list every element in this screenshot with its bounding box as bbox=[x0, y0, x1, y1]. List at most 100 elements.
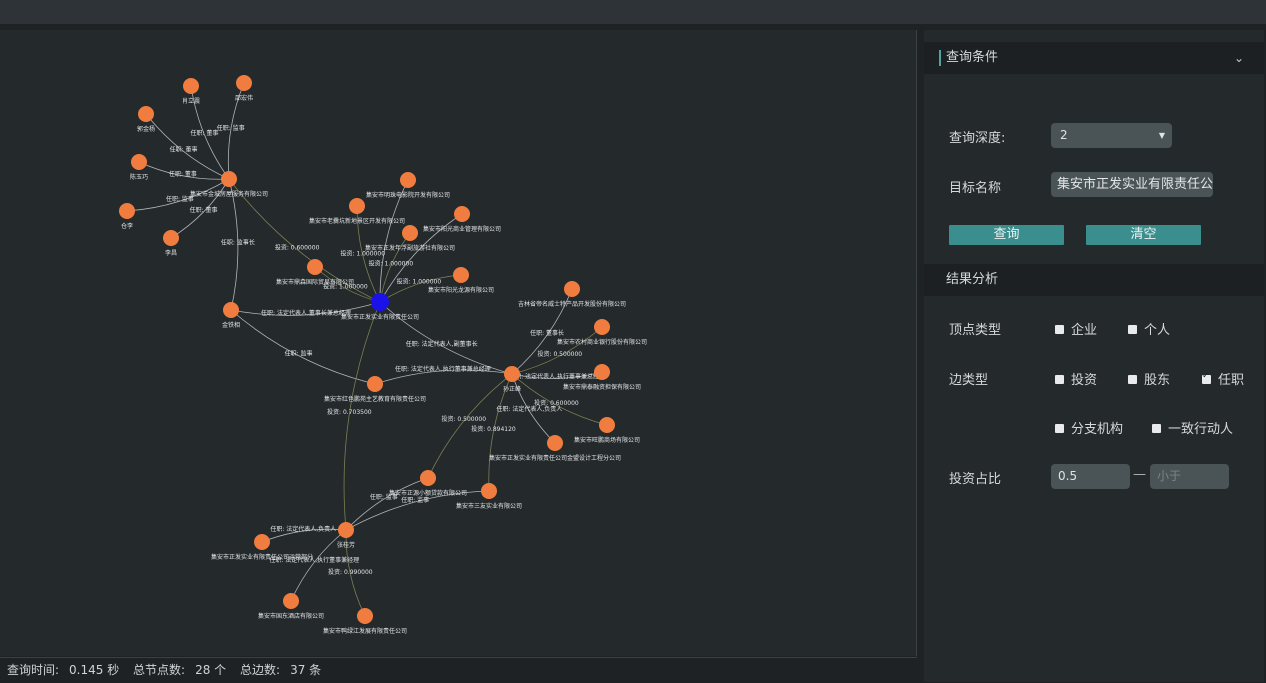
checkbox-box[interactable] bbox=[1128, 375, 1137, 384]
graph-edge[interactable] bbox=[190, 85, 230, 180]
edge-type-branch-checkbox[interactable]: 分支机构 bbox=[1055, 418, 1123, 437]
target-name-input[interactable]: 集安市正发实业有限责任公司 bbox=[1051, 172, 1213, 197]
edge-type-position-checkbox[interactable]: 任职 bbox=[1202, 369, 1244, 388]
graph-edge[interactable] bbox=[345, 490, 490, 531]
node-label: 集安市国东酒店有限公司 bbox=[258, 612, 324, 620]
graph-edge[interactable] bbox=[230, 301, 381, 316]
graph-node[interactable] bbox=[599, 417, 615, 433]
graph-edge[interactable] bbox=[170, 178, 230, 239]
graph-node[interactable] bbox=[338, 522, 354, 538]
graph-node[interactable] bbox=[594, 319, 610, 335]
graph-node[interactable] bbox=[420, 470, 436, 486]
ratio-min-input[interactable]: 0.5 bbox=[1051, 464, 1130, 489]
edge-type-label: 边类型 bbox=[949, 373, 989, 388]
vertex-type-enterprise-checkbox[interactable]: 企业 bbox=[1055, 319, 1097, 338]
depth-select[interactable]: 2 ▼ bbox=[1051, 123, 1172, 148]
graph-edge[interactable] bbox=[511, 373, 608, 426]
graph-node[interactable] bbox=[504, 366, 520, 382]
graph-node[interactable] bbox=[481, 483, 497, 499]
graph-edge[interactable] bbox=[379, 179, 409, 303]
graph-node[interactable] bbox=[283, 593, 299, 609]
clear-button[interactable]: 清空 bbox=[1086, 225, 1201, 245]
depth-value: 2 bbox=[1060, 128, 1068, 142]
graph-node[interactable] bbox=[221, 171, 237, 187]
relationship-graph[interactable]: 任职: 董事任职: 监事任职: 董事任职: 董事任职: 监事任职: 董事任职: … bbox=[0, 30, 917, 656]
node-label: 集安市农村商业银行股份有限公司 bbox=[557, 338, 647, 346]
graph-edge[interactable] bbox=[379, 301, 513, 375]
checkbox-box[interactable] bbox=[1202, 371, 1211, 384]
checkbox-box[interactable] bbox=[1055, 375, 1064, 384]
graph-edge[interactable] bbox=[343, 301, 381, 531]
graph-edge[interactable] bbox=[228, 178, 381, 303]
edge-type-shareholder-checkbox[interactable]: 股东 bbox=[1128, 369, 1170, 388]
edge-label: 任职: 监事 bbox=[166, 195, 194, 203]
graph-edge[interactable] bbox=[427, 373, 513, 479]
ratio-separator: — bbox=[1133, 467, 1146, 482]
edge-label: 任职: 董事长 bbox=[530, 329, 564, 337]
edge-label: 投资: 1.000000 bbox=[340, 249, 385, 257]
graph-edge[interactable] bbox=[290, 529, 347, 602]
checkbox-box[interactable] bbox=[1152, 424, 1161, 433]
graph-edge[interactable] bbox=[261, 528, 347, 543]
graph-edge[interactable] bbox=[126, 178, 230, 212]
query-conditions-header[interactable]: 查询条件 ⌄ bbox=[924, 42, 1264, 74]
center-node[interactable] bbox=[371, 293, 389, 311]
ratio-max-input[interactable]: 小于 bbox=[1150, 464, 1229, 489]
query-button[interactable]: 查询 bbox=[949, 225, 1064, 245]
node-label: 集安市明珠电影院开发有限公司 bbox=[366, 191, 450, 199]
edge-layer bbox=[126, 82, 608, 617]
graph-node[interactable] bbox=[594, 364, 610, 380]
graph-edge[interactable] bbox=[230, 309, 376, 385]
graph-edge[interactable] bbox=[227, 82, 245, 180]
graph-edge[interactable] bbox=[511, 373, 556, 444]
graph-node[interactable] bbox=[400, 172, 416, 188]
checkbox-box[interactable] bbox=[1055, 424, 1064, 433]
graph-node[interactable] bbox=[547, 435, 563, 451]
graph-node[interactable] bbox=[454, 206, 470, 222]
graph-node[interactable] bbox=[183, 78, 199, 94]
graph-node[interactable] bbox=[402, 225, 418, 241]
graph-edge[interactable] bbox=[356, 205, 381, 303]
checkbox-label: 投资 bbox=[1071, 373, 1098, 388]
graph-edge[interactable] bbox=[145, 113, 230, 180]
node-label: 集安市正发实业有限责任公司金盟设计工程分公司 bbox=[489, 454, 621, 462]
node-label: 集安市正源小额贷款有限公司 bbox=[389, 489, 467, 497]
query-conditions-title: 查询条件 bbox=[946, 50, 999, 65]
graph-node[interactable] bbox=[163, 230, 179, 246]
graph-edge[interactable] bbox=[511, 288, 573, 375]
graph-node[interactable] bbox=[223, 302, 239, 318]
checkbox-box[interactable] bbox=[1128, 325, 1137, 334]
query-time-value: 0.145 秒 bbox=[69, 663, 120, 677]
graph-node[interactable] bbox=[307, 259, 323, 275]
graph-edge[interactable] bbox=[511, 326, 603, 375]
node-layer: 集安市正发实业有限责任公司集安市金城房屋服务有限公司肖立震邵宏伟郭金杨陈玉巧仓李… bbox=[119, 75, 647, 635]
graph-edge[interactable] bbox=[138, 161, 230, 180]
graph-node[interactable] bbox=[138, 106, 154, 122]
graph-node[interactable] bbox=[453, 267, 469, 283]
edge-label: 任职: 法定代表人,副董事长 bbox=[406, 340, 478, 348]
graph-edge[interactable] bbox=[374, 369, 513, 385]
edge-label: 任职: 法定代表人,执行董事兼经理 bbox=[269, 556, 359, 564]
graph-node[interactable] bbox=[367, 376, 383, 392]
graph-edge[interactable] bbox=[511, 371, 603, 379]
graph-edge[interactable] bbox=[228, 178, 239, 311]
graph-node[interactable] bbox=[131, 154, 147, 170]
vertex-type-person-checkbox[interactable]: 个人 bbox=[1128, 319, 1170, 338]
graph-edge[interactable] bbox=[488, 373, 513, 492]
edge-type-investment-checkbox[interactable]: 投资 bbox=[1055, 369, 1097, 388]
graph-node[interactable] bbox=[349, 198, 365, 214]
checkbox-box[interactable] bbox=[1055, 325, 1064, 334]
edge-type-concert-checkbox[interactable]: 一致行动人 bbox=[1152, 418, 1233, 437]
graph-node[interactable] bbox=[564, 281, 580, 297]
graph-edge[interactable] bbox=[345, 529, 366, 617]
node-label: 集安市鼎森国际贸易有限公司 bbox=[276, 278, 354, 286]
graph-edge[interactable] bbox=[379, 213, 463, 303]
graph-node[interactable] bbox=[236, 75, 252, 91]
graph-node[interactable] bbox=[254, 534, 270, 550]
node-label: 集安市正发年浮副旅游社有限公司 bbox=[365, 244, 455, 252]
graph-node[interactable] bbox=[357, 608, 373, 624]
chevron-down-icon[interactable]: ⌄ bbox=[1233, 51, 1244, 65]
graph-edge[interactable] bbox=[345, 477, 429, 531]
graph-node[interactable] bbox=[119, 203, 135, 219]
